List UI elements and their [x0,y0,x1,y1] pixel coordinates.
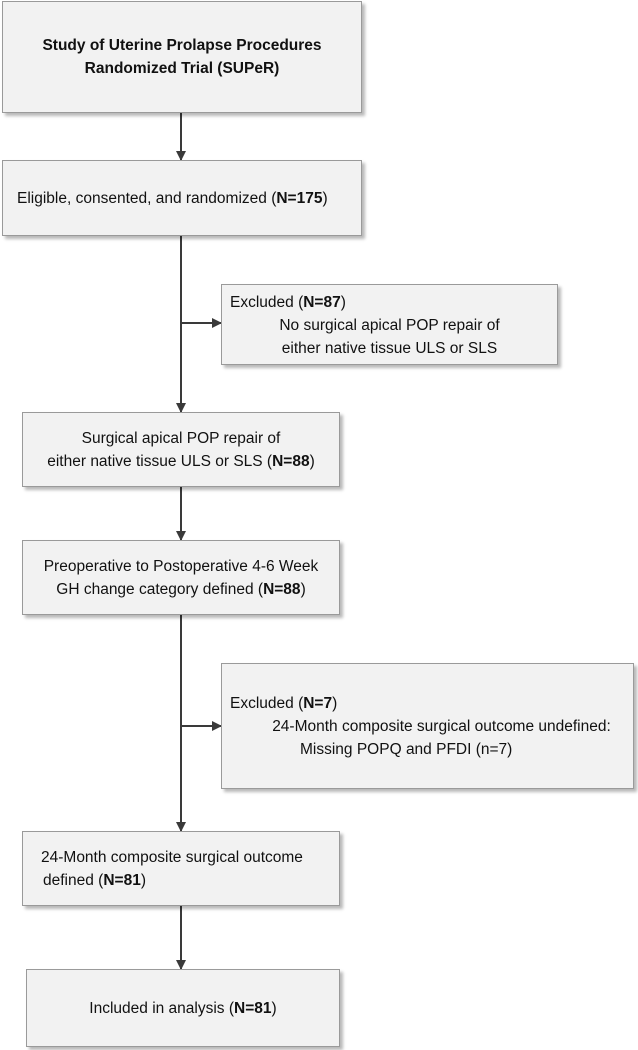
outcome-close: ) [140,871,146,889]
outcome-box: 24-Month composite surgical outcome defi… [22,831,340,906]
title-box: Study of Uterine Prolapse Procedures Ran… [2,1,362,113]
gh-line-2-label: GH change category defined ( [56,580,264,598]
eligible-count: N=175 [276,189,323,207]
included-box: Included in analysis (N=81) [26,969,340,1047]
outcome-line-2-label: defined ( [43,871,104,889]
gh-line-1: Preoperative to Postoperative 4-6 Week [43,557,319,575]
excluded-1-line-1: No surgical apical POP repair of [279,317,500,334]
included-count: N=81 [234,999,272,1017]
surgical-line-1: Surgical apical POP repair of [81,429,281,447]
included-text: Included in analysis (N=81) [89,997,276,1020]
eligible-label: Eligible, consented, and randomized ( [17,189,277,207]
title-line-1: Study of Uterine Prolapse Procedures [42,37,322,54]
surgical-box: Surgical apical POP repair of either nat… [22,412,340,487]
excluded-2-line-1: 24-Month composite surgical outcome unde… [272,718,611,735]
surgical-line-2-label: either native tissue ULS or SLS ( [47,452,273,470]
excluded-2-close: ) [332,695,338,712]
included-label: Included in analysis ( [89,999,235,1017]
excluded-2-label: Excluded ( [230,695,304,712]
surgical-line-2: either native tissue ULS or SLS (N=88) [47,450,315,473]
eligible-close: ) [322,189,328,207]
excluded-box-1: Excluded (N=87) No surgical apical POP r… [221,284,558,365]
eligible-box: Eligible, consented, and randomized (N=1… [2,160,362,236]
excluded-1-line-2: either native tissue ULS or SLS [281,340,498,357]
excluded-2-heading: Excluded (N=7) [230,692,625,715]
outcome-line-1: 24-Month composite surgical outcome [41,848,303,866]
included-close: ) [271,999,277,1017]
gh-line-2: GH change category defined (N=88) [56,578,305,601]
excluded-1-close: ) [340,294,346,311]
excluded-1-heading: Excluded (N=87) [230,291,549,314]
excluded-1-label: Excluded ( [230,294,304,311]
surgical-close: ) [309,452,315,470]
excluded-2-line-2: Missing POPQ and PFDI (n=7) [300,741,513,758]
outcome-line-2: defined (N=81) [41,869,339,892]
eligible-text: Eligible, consented, and randomized (N=1… [17,187,361,210]
gh-box: Preoperative to Postoperative 4-6 Week G… [22,540,340,615]
excluded-2-count: N=7 [303,695,333,712]
gh-count: N=88 [263,580,301,598]
outcome-count: N=81 [103,871,141,889]
excluded-box-2: Excluded (N=7) 24-Month composite surgic… [221,663,634,789]
excluded-1-count: N=87 [303,294,341,311]
gh-close: ) [300,580,306,598]
title-line-2: Randomized Trial (SUPeR) [84,60,280,77]
surgical-count: N=88 [272,452,310,470]
